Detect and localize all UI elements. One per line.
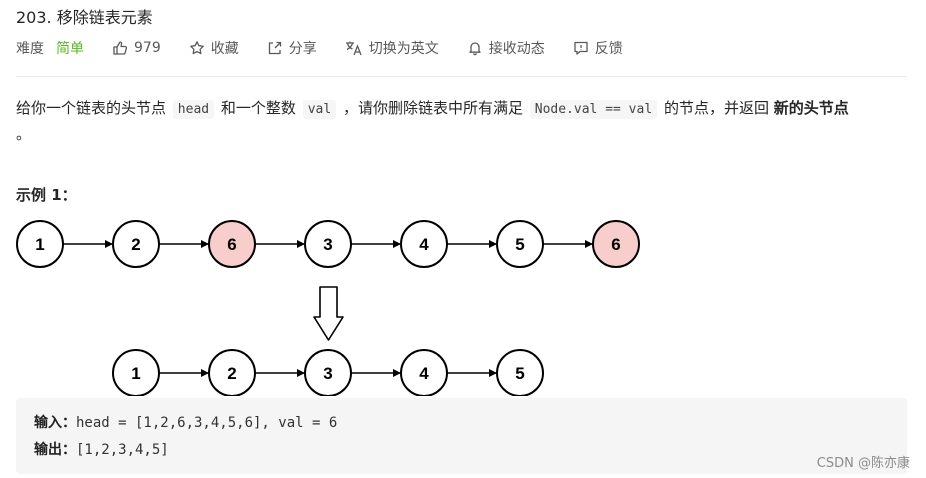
header-divider [16, 76, 907, 77]
node-value: 2 [131, 235, 140, 254]
list-node-removed [208, 220, 256, 268]
difficulty-value: 简单 [56, 41, 84, 57]
bell-icon [469, 42, 481, 56]
share-label: 分享 [288, 41, 317, 57]
translate-icon [345, 41, 362, 56]
problem-description: 给你一个链表的头节点 head 和一个整数 val ，请你删除链表中所有满足 N… [16, 96, 896, 146]
watermark: CSDN @陈亦康 [816, 456, 910, 471]
node-value: 6 [611, 235, 620, 254]
desc-bold-new-head: 新的头节点 [773, 99, 849, 117]
list-node [400, 349, 448, 396]
output-label: 输出： [34, 442, 76, 458]
input-value: head = [1,2,6,3,4,5,6], val = 6 [76, 415, 338, 431]
share-button[interactable]: 分享 [267, 38, 317, 58]
node-value: 2 [227, 364, 236, 383]
input-line: 输入：head = [1,2,6,3,4,5,6], val = 6 [34, 412, 337, 432]
node-value: 5 [515, 235, 524, 254]
list-node [112, 220, 160, 268]
node-value: 1 [131, 364, 140, 383]
node-value: 1 [35, 235, 44, 254]
list-node-removed [592, 220, 640, 268]
desc-text-2: 和一个整数 [220, 99, 296, 117]
example-io-block: 输入：head = [1,2,6,3,4,5,6], val = 6 输出：[1… [16, 398, 907, 474]
node-value: 4 [419, 235, 429, 254]
subscribe-button[interactable]: 接收动态 [467, 38, 545, 58]
switch-language-label: 切换为英文 [368, 41, 439, 57]
code-condition: Node.val == val [529, 100, 658, 119]
desc-text-3: ，请你删除链表中所有满足 [342, 99, 523, 117]
input-label: 输入： [34, 415, 76, 431]
node-value: 5 [515, 364, 524, 383]
node-value: 6 [227, 235, 236, 254]
star-icon [189, 41, 204, 55]
problem-title: 203. 移除链表元素 [16, 8, 153, 27]
list-node [16, 220, 64, 268]
difficulty-label: 难度 [16, 41, 44, 57]
transform-down-arrow [313, 286, 344, 341]
list-node [304, 349, 352, 396]
list-node [208, 349, 256, 396]
switch-language-button[interactable]: 切换为英文 [345, 38, 439, 58]
subscribe-label: 接收动态 [488, 41, 545, 57]
desc-text-5: 。 [16, 125, 32, 143]
example-title: 示例 1： [16, 186, 77, 204]
desc-text-4: 的节点，并返回 [663, 99, 769, 117]
favorite-button[interactable]: 收藏 [189, 38, 239, 58]
node-value: 4 [419, 364, 429, 383]
favorite-label: 收藏 [210, 41, 239, 57]
difficulty: 难度 简单 [16, 38, 84, 58]
desc-text-1: 给你一个链表的头节点 [16, 99, 167, 117]
node-value: 3 [323, 235, 332, 254]
list-node [304, 220, 352, 268]
list-node [112, 349, 160, 396]
thumbs-up-icon [113, 41, 128, 55]
list-node [400, 220, 448, 268]
feedback-label: 反馈 [594, 41, 623, 57]
problem-meta-bar: 难度 简单 979 收藏 分享 切换为英文 接收动态 反馈 [16, 38, 651, 58]
like-count: 979 [134, 40, 161, 56]
linked-list-diagram: 1 2 6 3 4 5 6 1 2 3 4 5 [16, 220, 640, 396]
feedback-button[interactable]: 反馈 [573, 38, 623, 58]
share-icon [268, 41, 281, 55]
list-node [496, 220, 544, 268]
output-line: 输出：[1,2,3,4,5] [34, 439, 169, 459]
list-before: 1 2 6 3 4 5 6 [16, 220, 640, 268]
list-after: 1 2 3 4 5 [112, 349, 544, 396]
list-node [496, 349, 544, 396]
node-value: 3 [323, 364, 332, 383]
output-value: [1,2,3,4,5] [76, 442, 169, 458]
feedback-icon [574, 41, 588, 55]
like-button[interactable]: 979 [112, 40, 161, 56]
code-head: head [172, 100, 215, 119]
code-val: val [302, 100, 337, 119]
